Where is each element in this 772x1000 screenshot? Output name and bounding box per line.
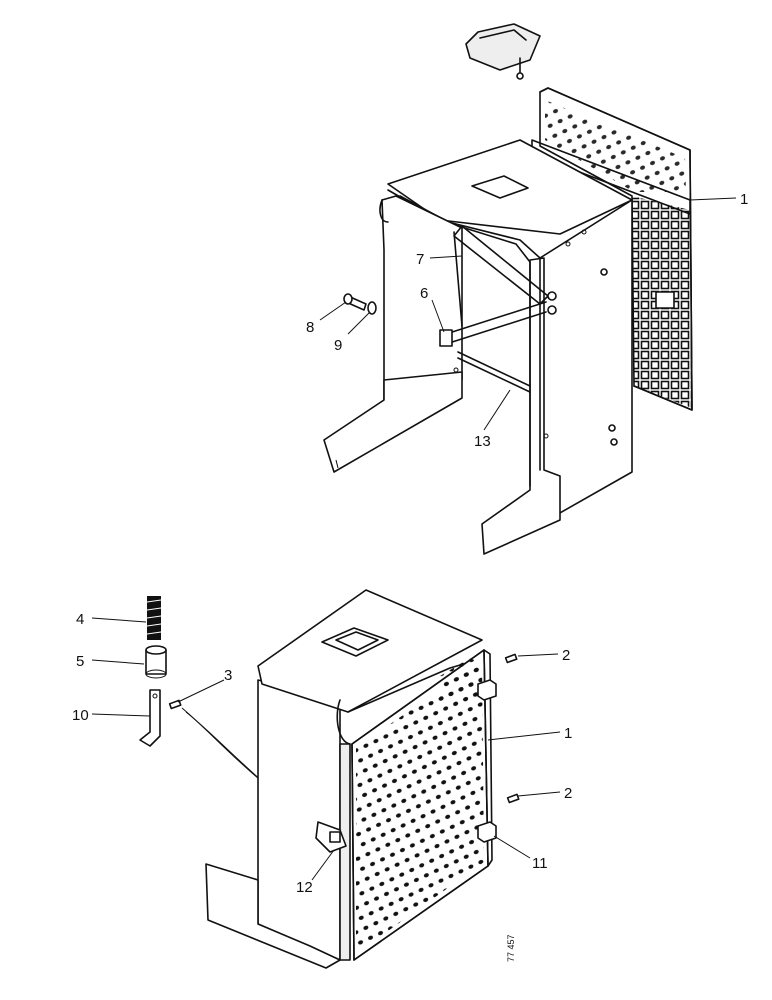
spring xyxy=(146,596,162,640)
callout-2-lower: 2 xyxy=(564,785,572,802)
filler-cap xyxy=(465,23,541,80)
leader-lines-top xyxy=(319,197,737,431)
radiator-cowl-top xyxy=(323,139,675,555)
pins-2 xyxy=(504,653,520,804)
callout-10: 10 xyxy=(72,707,89,724)
callout-1-top: 1 xyxy=(740,191,748,208)
callout-2-upper: 2 xyxy=(562,647,570,664)
callout-6: 6 xyxy=(420,285,428,302)
drawing-reference-number: 77 457 xyxy=(506,934,516,962)
catch-rod xyxy=(139,689,161,747)
callout-4: 4 xyxy=(76,611,84,628)
grille-panel-bottom xyxy=(351,649,497,961)
radiator-cowl-bottom xyxy=(205,589,485,969)
callout-12: 12 xyxy=(296,879,313,896)
bolt-and-washer xyxy=(343,293,377,315)
pin-3 xyxy=(168,699,182,710)
callout-3: 3 xyxy=(224,667,232,684)
callout-13: 13 xyxy=(474,433,491,450)
callout-1-bottom: 1 xyxy=(564,725,572,742)
callout-9: 9 xyxy=(334,337,342,354)
leader-lines-bottom xyxy=(91,617,561,881)
callout-11: 11 xyxy=(532,855,548,872)
callout-7: 7 xyxy=(416,251,424,268)
callout-5: 5 xyxy=(76,653,84,670)
callout-8: 8 xyxy=(306,319,314,336)
bush xyxy=(145,645,167,679)
